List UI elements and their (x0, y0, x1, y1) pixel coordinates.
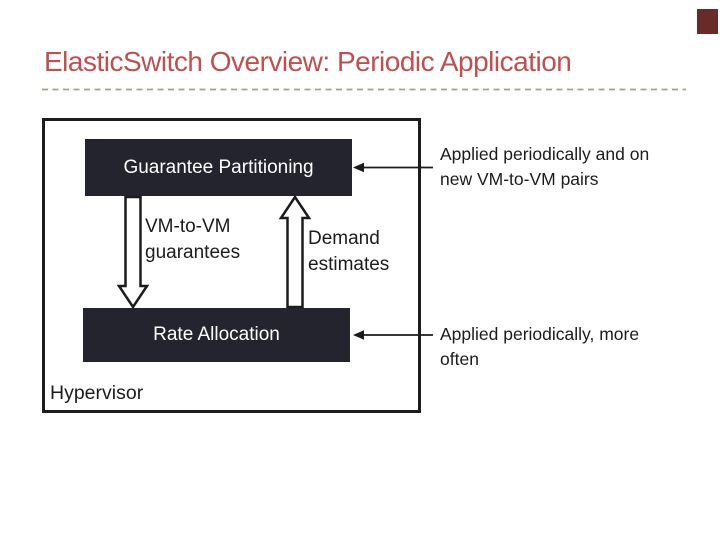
guarantee-partitioning-box: Guarantee Partitioning (85, 139, 352, 196)
annotation-ra-line1: Applied periodically, more (440, 324, 640, 344)
annotation-gp-line2: new VM-to-VM pairs (440, 169, 599, 189)
hypervisor-label: Hypervisor (50, 382, 144, 404)
annotation-rate-allocation: Applied periodically, more often (440, 322, 700, 372)
vm-to-vm-guarantees-line1: VM-to-VM (145, 216, 231, 237)
guarantee-partitioning-label: Guarantee Partitioning (123, 156, 314, 178)
annotation-ra-line2: often (440, 349, 479, 369)
demand-estimates-line1: Demand (308, 228, 380, 249)
page-title: ElasticSwitch Overview: Periodic Applica… (44, 46, 572, 77)
annotation-guarantee-partitioning: Applied periodically and on new VM-to-VM… (440, 142, 700, 192)
demand-estimates-line2: estimates (308, 254, 390, 275)
corner-accent-bar (697, 9, 718, 34)
rate-allocation-label: Rate Allocation (153, 324, 280, 345)
rate-allocation-box: Rate Allocation (83, 308, 350, 362)
annotation-gp-line1: Applied periodically and on (440, 144, 650, 164)
vm-to-vm-guarantees-line2: guarantees (145, 242, 241, 263)
vm-to-vm-guarantees-label: VM-to-VM guarantees (145, 214, 240, 266)
demand-estimates-label: Demand estimates (308, 226, 389, 278)
